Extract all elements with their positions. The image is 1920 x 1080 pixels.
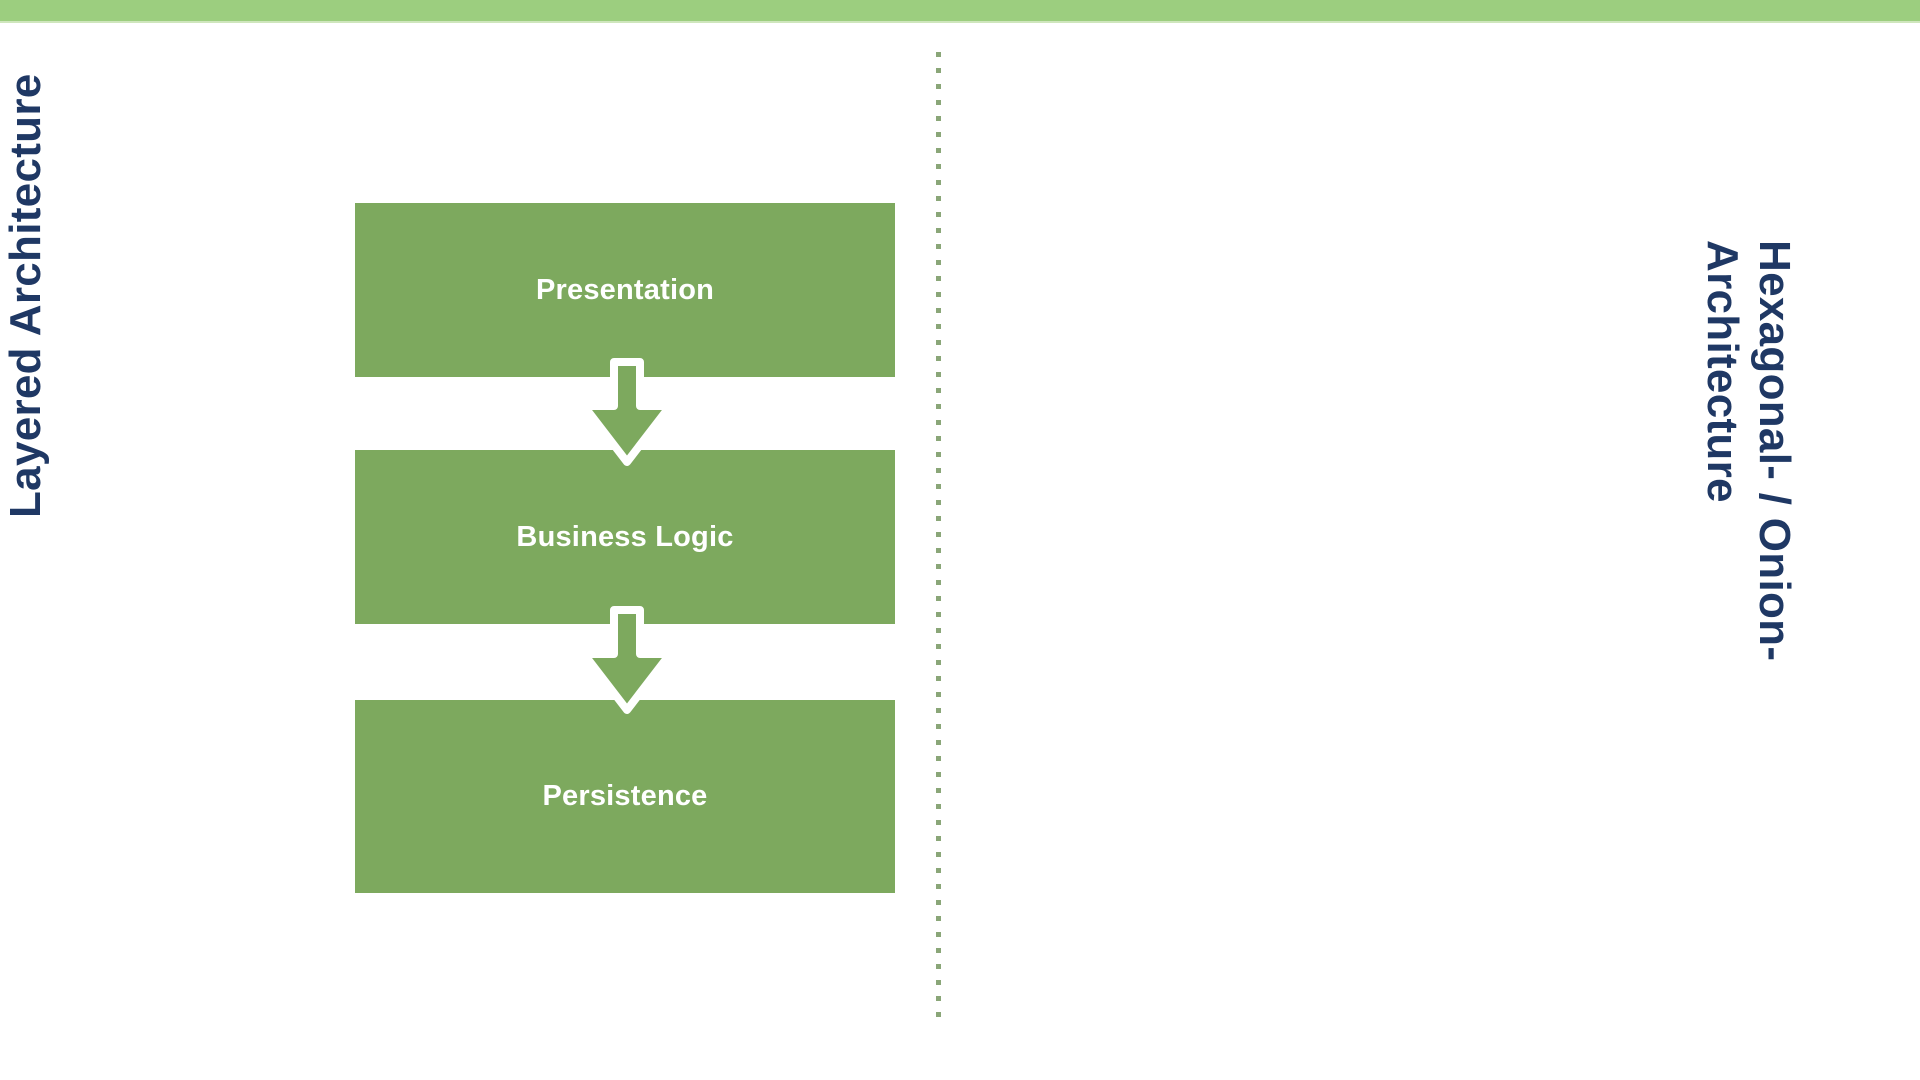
layer-box-presentation[interactable]: Presentation: [355, 203, 895, 377]
right-section-title: Hexagonal- / Onion- Architecture: [1698, 240, 1799, 662]
layer-label-persistence: Persistence: [542, 780, 708, 812]
layer-label-presentation: Presentation: [535, 273, 715, 306]
layer-label-business-logic: Business Logic: [516, 520, 734, 553]
layer-box-persistence[interactable]: Persistence: [355, 700, 895, 893]
arrow-down-icon-presentation-to-business-logic: [580, 358, 674, 466]
top-accent-band-hairline: [0, 21, 1920, 23]
left-section-title: Layered Architecture: [1, 73, 50, 518]
layer-box-business-logic[interactable]: Business Logic: [355, 450, 895, 624]
vertical-dotted-divider: [936, 52, 941, 1024]
layered-architecture-diagram: Presentation Business Logic Persistence: [355, 203, 895, 893]
arrow-down-icon-business-logic-to-persistence: [580, 606, 674, 714]
top-accent-band: [0, 0, 1920, 21]
